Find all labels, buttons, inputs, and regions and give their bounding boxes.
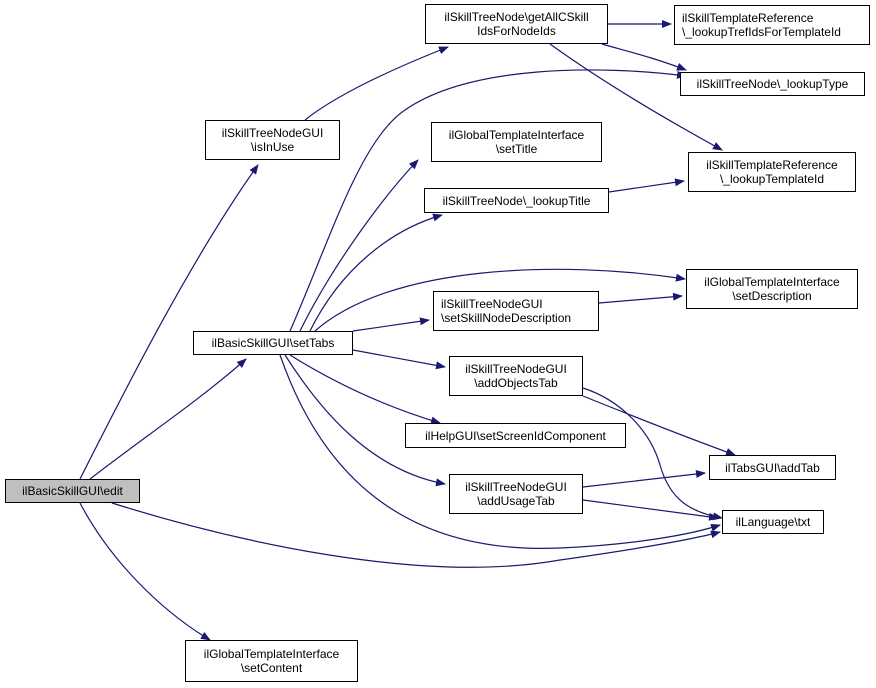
node-ilglobaltemplateinterface-setdescription[interactable]: ilGlobalTemplateInterface\setDescription bbox=[686, 269, 858, 309]
node-ilskilltemplatereference-lookuptemplateid[interactable]: ilSkillTemplateReference\_lookupTemplate… bbox=[688, 152, 856, 192]
edge-setTabs-to-addObjectsTab bbox=[352, 349, 446, 370]
node-label-line: \setContent bbox=[240, 661, 303, 675]
node-label-line: \addObjectsTab bbox=[474, 376, 558, 390]
edge-setTabs-to-lookupType bbox=[289, 69, 687, 332]
node-ilbasicskillgui-settabs[interactable]: ilBasicSkillGUI\setTabs bbox=[193, 331, 353, 355]
edge-setTabs-to-addUsageTab bbox=[284, 354, 446, 487]
node-label-line: \isInUse bbox=[250, 140, 295, 154]
node-ilskilltreenode-lookuptype[interactable]: ilSkillTreeNode\_lookupType bbox=[680, 72, 865, 96]
edge-lookupTitle-to-lookupTemplateId bbox=[608, 178, 685, 193]
edge-isInUse-to-getAllCSkill bbox=[304, 46, 449, 121]
node-label-line: ilTabsGUI\addTab bbox=[725, 460, 820, 475]
edge-setTabs-to-lookupTitle bbox=[309, 213, 443, 332]
node-label-line: \addUsageTab bbox=[477, 494, 555, 508]
node-label-line: ilBasicSkillGUI\setTabs bbox=[211, 336, 335, 350]
node-ilskilltreenodegui-addusagetab[interactable]: ilSkillTreeNodeGUI\addUsageTab bbox=[449, 474, 583, 514]
edge-addObjectsTab-to-addTab bbox=[582, 395, 736, 456]
edge-setTabs-to-setDescription bbox=[314, 268, 686, 332]
edge-addUsageTab-to-txt bbox=[582, 499, 719, 521]
node-label-line: ilSkillTemplateReference bbox=[706, 158, 838, 172]
edge-edit-to-setContent bbox=[79, 502, 211, 641]
node-iltabsgui-addtab[interactable]: ilTabsGUI\addTab bbox=[709, 455, 836, 480]
edge-setTabs-to-setTitle bbox=[299, 159, 419, 332]
node-label-line: ilLanguage\txt bbox=[735, 515, 811, 529]
edge-getAllCSkill-to-lookupTemplateId bbox=[549, 43, 723, 151]
edge-addUsageTab-to-addTab bbox=[582, 470, 706, 488]
node-label-line: ilSkillTreeNodeGUI bbox=[221, 126, 324, 140]
edge-setTabs-to-txt bbox=[279, 354, 721, 549]
node-label-line: \setSkillNodeDescription bbox=[441, 311, 572, 325]
node-label-line: ilSkillTreeNode\_lookupType bbox=[696, 77, 849, 91]
node-label-line: ilSkillTreeNodeGUI bbox=[465, 362, 567, 376]
node-label-line: ilSkillTreeNode\_lookupTitle bbox=[442, 193, 591, 208]
node-ilskilltreenodegui-isinuse[interactable]: ilSkillTreeNodeGUI\isInUse bbox=[205, 120, 340, 160]
node-label-line: \setTitle bbox=[495, 142, 538, 156]
node-label-line: ilSkillTemplateReference bbox=[682, 11, 814, 25]
edge-edit-to-txt bbox=[111, 502, 721, 568]
node-ilglobaltemplateinterface-setcontent[interactable]: ilGlobalTemplateInterface\setContent bbox=[185, 640, 358, 682]
node-ilskilltreenodegui-addobjectstab[interactable]: ilSkillTreeNodeGUI\addObjectsTab bbox=[449, 356, 583, 396]
edge-setTabs-to-setScreenIdComponent bbox=[289, 354, 441, 425]
edge-getAllCSkill-to-lookupType bbox=[601, 43, 687, 71]
node-label-line: \setDescription bbox=[732, 289, 812, 303]
node-label-line: ilGlobalTemplateInterface bbox=[448, 128, 585, 142]
edge-addObjectsTab-to-txt bbox=[582, 387, 723, 521]
edge-setSkillNodeDescription-to-setDescription bbox=[598, 292, 683, 304]
node-ilbasicskillgui-edit[interactable]: ilBasicSkillGUI\edit bbox=[5, 479, 140, 503]
node-label-line: ilGlobalTemplateInterface bbox=[704, 275, 840, 289]
edge-setTabs-to-setSkillNodeDescription bbox=[352, 317, 430, 332]
node-label-line: ilSkillTreeNodeGUI bbox=[441, 297, 543, 311]
node-label-line: \_lookupTrefIdsForTemplateId bbox=[682, 25, 841, 39]
edge-edit-to-setTabs bbox=[89, 358, 247, 480]
node-label-line: \_lookupTemplateId bbox=[719, 172, 825, 186]
node-label-line: ilSkillTreeNode\getAllCSkill bbox=[444, 10, 589, 24]
node-ilskilltreenodegui-setskillnodedescription[interactable]: ilSkillTreeNodeGUI\setSkillNodeDescripti… bbox=[433, 291, 599, 331]
edge-edit-to-isInUse bbox=[79, 164, 259, 480]
node-label-line: ilGlobalTemplateInterface bbox=[203, 647, 340, 661]
node-label-line: IdsForNodeIds bbox=[477, 24, 556, 38]
node-label-line: ilHelpGUI\setScreenIdComponent bbox=[425, 428, 606, 443]
node-label-line: ilBasicSkillGUI\edit bbox=[22, 484, 123, 498]
node-ilskilltreenode-lookuptitle[interactable]: ilSkillTreeNode\_lookupTitle bbox=[424, 188, 609, 213]
node-illanguage-txt[interactable]: ilLanguage\txt bbox=[722, 510, 824, 534]
node-ilglobaltemplateinterface-settitle[interactable]: ilGlobalTemplateInterface\setTitle bbox=[431, 122, 602, 162]
node-ilskilltemplatereference-lookuptrefidsfortemplateid[interactable]: ilSkillTemplateReference\_lookupTrefIdsF… bbox=[674, 5, 870, 45]
node-ilhelpgui-setscreenidcomponent[interactable]: ilHelpGUI\setScreenIdComponent bbox=[405, 423, 626, 448]
node-label-line: ilSkillTreeNodeGUI bbox=[465, 480, 567, 494]
